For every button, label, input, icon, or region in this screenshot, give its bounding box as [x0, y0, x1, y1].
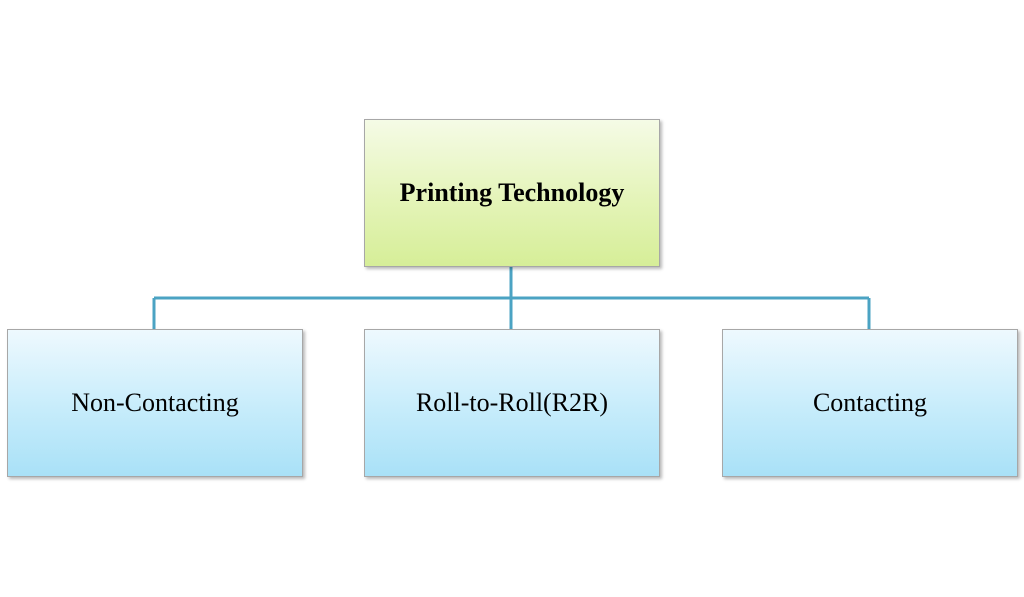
root-node-label: Printing Technology: [399, 178, 625, 207]
child-node-label: Roll-to-Roll(R2R): [415, 388, 609, 417]
child-node-contacting: Contacting: [722, 329, 1018, 477]
child-node-roll-to-roll: Roll-to-Roll(R2R): [364, 329, 660, 477]
child-node-label: Non-Contacting: [71, 388, 239, 417]
child-node-non-contacting: Non-Contacting: [7, 329, 303, 477]
root-node-printing-technology: Printing Technology: [364, 119, 660, 267]
child-node-label: Contacting: [812, 388, 928, 417]
